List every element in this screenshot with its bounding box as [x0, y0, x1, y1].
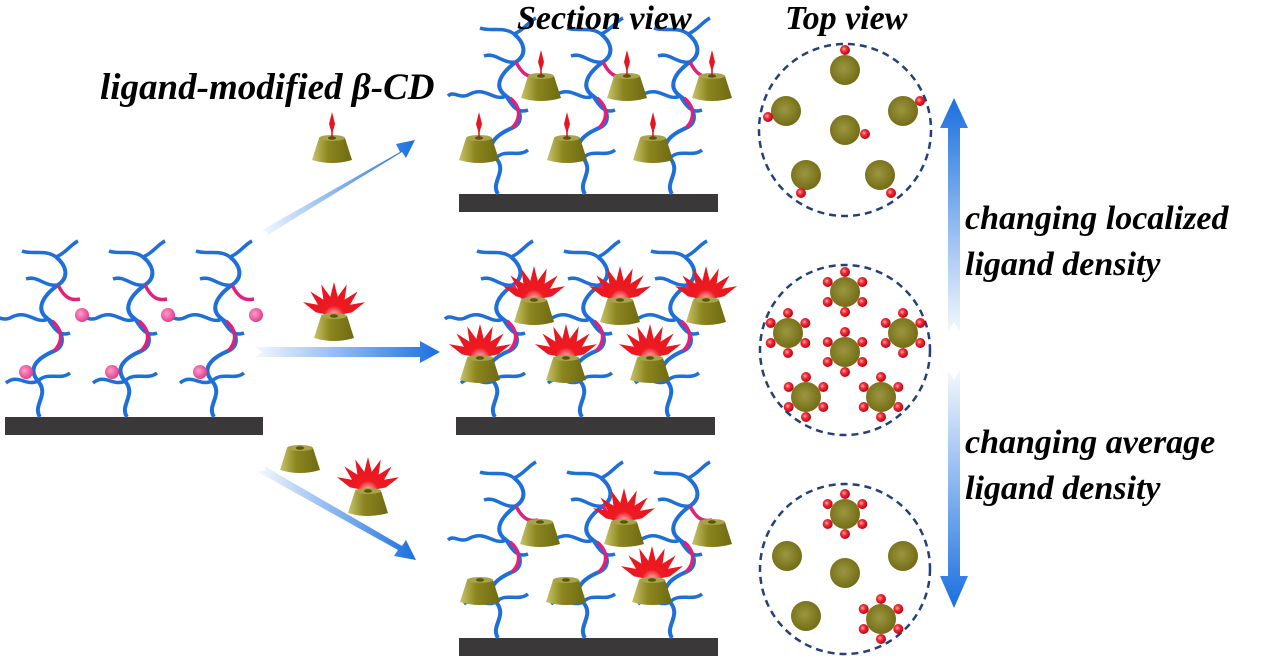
ligand-bead — [818, 402, 829, 412]
ligand-bead — [840, 489, 850, 499]
ligand-bead — [857, 297, 868, 307]
cd-top-view — [791, 382, 821, 412]
reagent-multi-ligand-cd — [335, 457, 401, 516]
section-view-row-1 — [446, 16, 732, 212]
cd-top-view — [830, 337, 860, 367]
ligand-bead — [893, 624, 904, 634]
ligand-bead — [822, 499, 833, 509]
ligand-bead — [857, 519, 868, 529]
section-view-title: Section view — [517, 0, 692, 37]
average-density-label: changing average ligand density — [965, 420, 1215, 512]
ligand-bead — [801, 372, 811, 382]
localized-density-label: changing localized ligand density — [965, 196, 1229, 288]
ligand-bead — [822, 519, 833, 529]
ligand-bead — [818, 382, 829, 392]
ligand-bead — [840, 307, 850, 317]
average-density-line-2: ligand density — [965, 470, 1161, 507]
localized-density-line-1: changing localized — [965, 200, 1229, 237]
polymer-chain — [0, 239, 82, 419]
ligand-bead — [857, 337, 868, 347]
top-view-row-1 — [757, 42, 933, 218]
substrate — [459, 638, 718, 656]
guest-bead — [193, 365, 207, 379]
initial-surface — [0, 239, 263, 435]
ligand-bead — [822, 297, 833, 307]
cd-top-view — [866, 604, 896, 634]
reagent-bare-cd — [280, 445, 320, 473]
ligand-bead — [840, 529, 850, 539]
substrate — [459, 194, 718, 212]
section-view-row-2 — [443, 239, 739, 435]
top-view-row-2 — [758, 263, 932, 437]
localized-density-line-2: ligand density — [965, 246, 1161, 283]
guest-bead — [75, 308, 89, 322]
ligand-bead — [893, 402, 904, 412]
substrate-initial — [5, 417, 263, 435]
ligand-bead — [876, 594, 886, 604]
arrow-right — [255, 341, 440, 363]
reagent-multi-ligand-cd — [301, 282, 367, 341]
ligand-bead — [840, 327, 850, 337]
ligand-bead — [800, 318, 811, 328]
reagent-single-ligand-cd — [312, 111, 352, 163]
ligand-bead — [783, 402, 794, 412]
arrow-down-right — [258, 466, 416, 560]
ligand-bead — [858, 402, 869, 412]
ligand-bead — [822, 277, 833, 287]
ligand-bead — [783, 308, 793, 318]
ligand-bead — [893, 382, 904, 392]
guest-bead — [161, 308, 175, 322]
average-density-line-1: changing average — [965, 424, 1216, 461]
guest-bead — [19, 365, 33, 379]
ligand-bead — [857, 499, 868, 509]
cd-top-view — [773, 318, 803, 348]
ligand-bead — [858, 624, 869, 634]
ligand-bead — [783, 348, 793, 358]
cd-top-view — [830, 277, 860, 307]
guest-bead — [105, 365, 119, 379]
cd-top-view — [888, 318, 918, 348]
arrow-up-right — [262, 140, 415, 236]
cd-top-view — [830, 499, 860, 529]
ligand-bead — [880, 338, 891, 348]
ligand-bead — [765, 338, 776, 348]
top-view-title: Top view — [785, 0, 908, 37]
ligand-bead — [915, 318, 926, 328]
ligand-bead — [783, 382, 794, 392]
ligand-bead — [858, 604, 869, 614]
ligand-bead — [857, 277, 868, 287]
ligand-bead — [822, 337, 833, 347]
ligand-bead — [893, 604, 904, 614]
ligand-bead — [800, 338, 811, 348]
ligand-bead — [876, 372, 886, 382]
guest-bead — [249, 308, 263, 322]
ligand-bead — [840, 267, 850, 277]
polymer-chain — [162, 239, 256, 419]
ligand-bead — [840, 367, 850, 377]
ligand-bead — [898, 348, 908, 358]
vertical-double-arrow — [940, 98, 968, 608]
ligand-bead — [765, 318, 776, 328]
cd-top-view — [866, 382, 896, 412]
ligand-modified-cd-label: ligand-modified β-CD — [100, 67, 435, 108]
ligand-bead — [822, 357, 833, 367]
section-view-row-3 — [446, 460, 732, 656]
ligand-bead — [880, 318, 891, 328]
ligand-bead — [857, 357, 868, 367]
ligand-bead — [898, 308, 908, 318]
substrate — [456, 417, 715, 435]
ligand-bead — [801, 412, 811, 422]
ligand-bead — [876, 412, 886, 422]
ligand-bead — [876, 634, 886, 644]
top-view-row-3 — [758, 482, 932, 656]
ligand-bead — [915, 338, 926, 348]
polymer-chain — [75, 239, 169, 419]
ligand-bead — [858, 382, 869, 392]
